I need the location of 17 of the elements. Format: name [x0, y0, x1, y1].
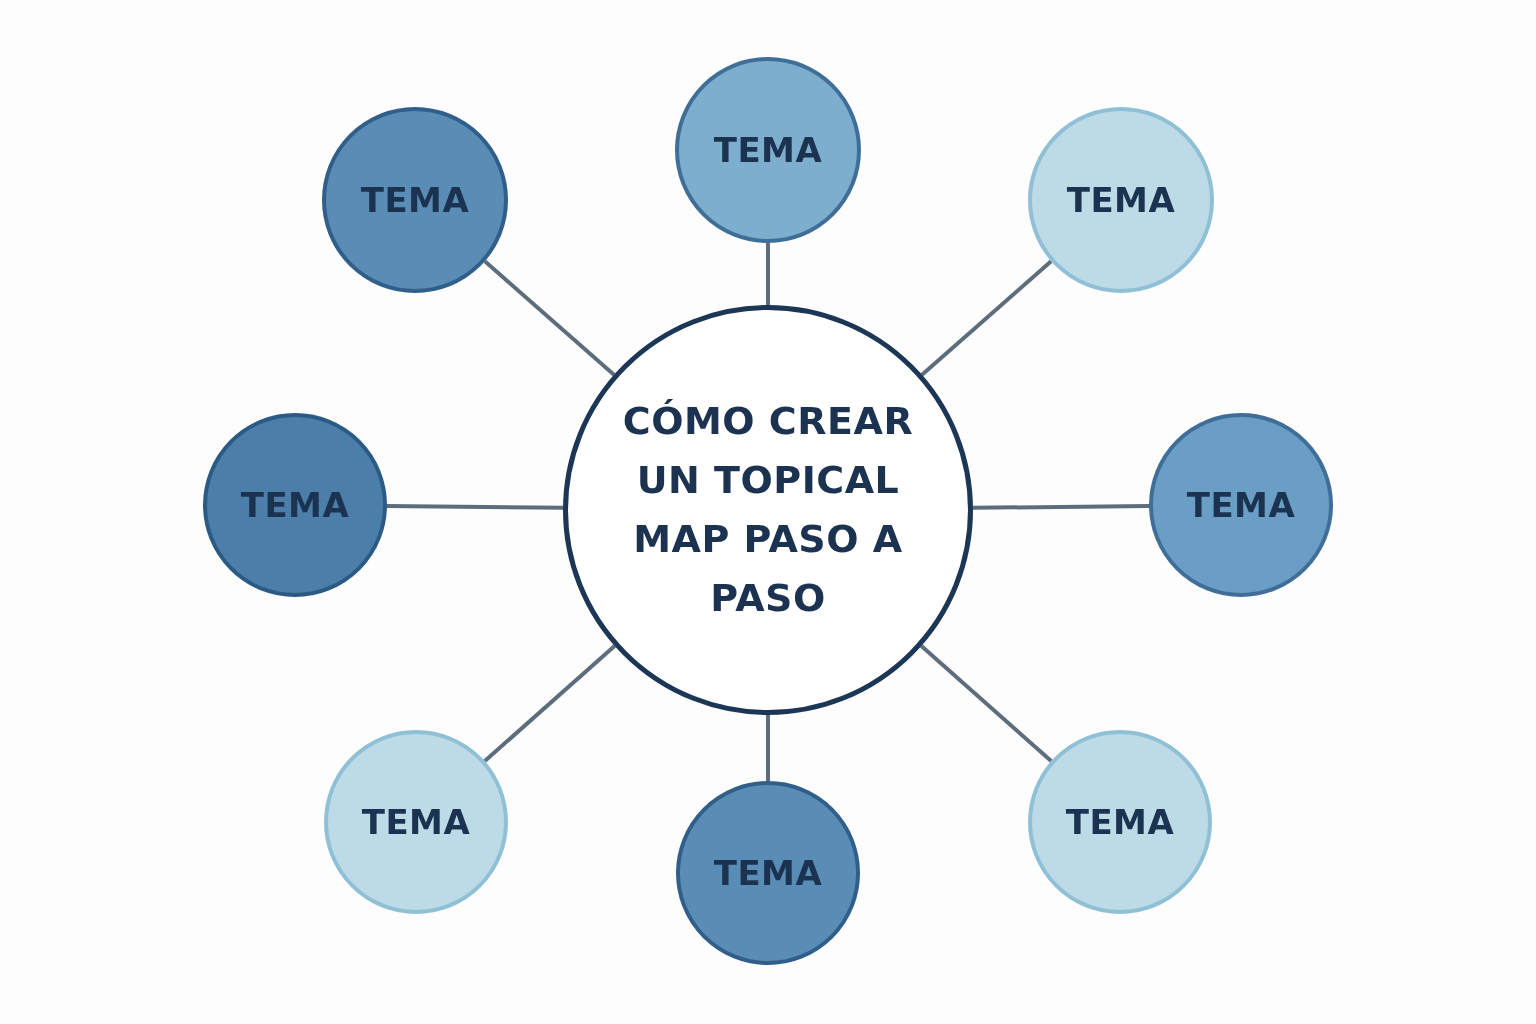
topic-label: TEMA: [713, 851, 823, 895]
connector-line: [766, 243, 770, 305]
connector-line: [972, 503, 1150, 510]
topic-label: TEMA: [360, 178, 470, 222]
topic-label: TEMA: [1066, 178, 1176, 222]
topic-label: TEMA: [1186, 483, 1296, 527]
topic-label: TEMA: [240, 483, 350, 527]
connector-line: [920, 644, 1053, 763]
topic-label: TEMA: [361, 800, 471, 844]
connector-line: [483, 644, 616, 763]
topic-label: TEMA: [1065, 800, 1175, 844]
connector-line: [483, 259, 616, 377]
connector-line: [766, 715, 770, 781]
central-title: CÓMO CREAR UN TOPICAL MAP PASO A PASO: [621, 398, 915, 622]
connector-line: [386, 503, 564, 510]
connector-line: [920, 259, 1053, 377]
topic-label: TEMA: [713, 128, 823, 172]
